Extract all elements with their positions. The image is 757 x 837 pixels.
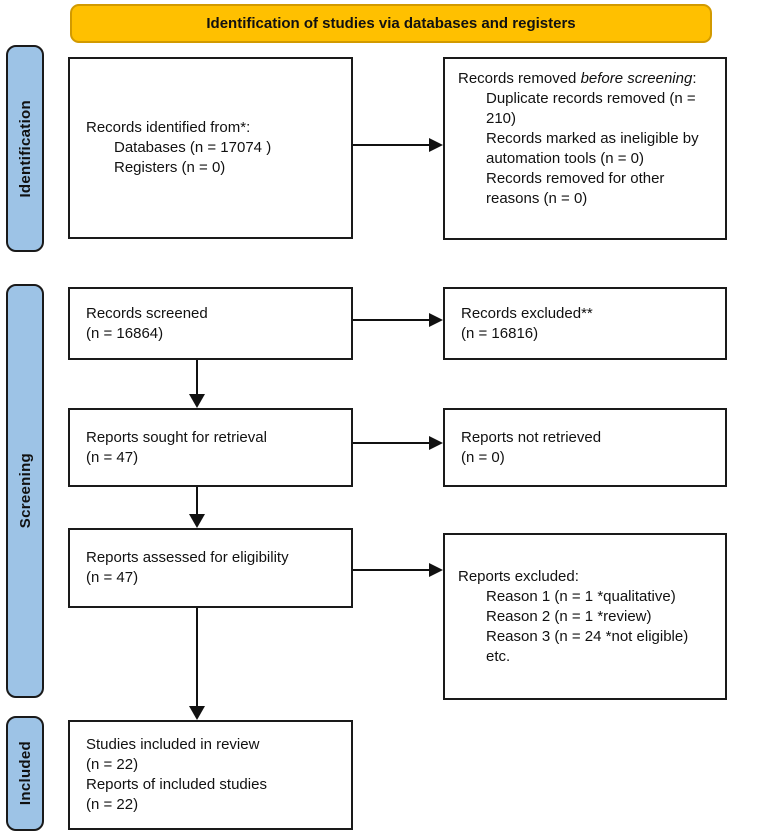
arrow-line [353,144,431,146]
arrow-line [353,442,431,444]
box-line: Reports not retrieved [461,428,602,446]
box-records-excluded: Records excluded** (n = 16816) [443,287,727,360]
box-line: Records excluded** [461,304,593,322]
box-reports-assessed: Reports assessed for eligibility (n = 47… [68,528,353,608]
box-item: Reason 1 (n = 1 *qualitative) [486,587,676,605]
box-line: Records screened [86,304,208,322]
box-item: Reason 2 (n = 1 *review) [486,607,652,625]
box-reports-sought: Reports sought for retrieval (n = 47) [68,408,353,487]
box-item: Databases (n = 17074 ) [114,139,272,156]
box-title-italic: before screening [580,70,693,87]
arrowhead-down-icon [189,514,205,528]
box-line: (n = 22) [86,796,139,813]
arrowhead-right-icon [429,563,443,577]
box-line: (n = 47) [86,448,139,466]
box-title-suffix: : [692,70,697,87]
box-title: Records identified from*: [86,119,251,136]
stage-label-identification: Identification [6,45,44,252]
arrowhead-right-icon [429,313,443,327]
arrowhead-right-icon [429,138,443,152]
box-reports-not-retrieved: Reports not retrieved (n = 0) [443,408,727,487]
stage-label-included-text: Included [16,741,34,806]
box-line: (n = 0) [461,448,505,466]
arrow-line [196,360,198,396]
stage-label-identification-text: Identification [16,99,34,198]
arrowhead-right-icon [429,436,443,450]
box-item: Registers (n = 0) [114,159,226,176]
arrowhead-down-icon [189,394,205,408]
box-item: Reason 3 (n = 24 *not eligible) [486,627,689,645]
box-item: etc. [486,647,511,665]
box-item: Records marked as ineligible by automati… [486,130,699,167]
arrow-line [353,319,431,321]
stage-label-included: Included [6,716,44,831]
box-records-identified: Records identified from*: Databases (n =… [68,57,353,239]
box-title-prefix: Records removed [458,70,581,87]
box-records-screened: Records screened (n = 16864) [68,287,353,360]
box-line: Reports sought for retrieval [86,428,267,446]
box-line: Reports assessed for eligibility [86,549,289,566]
stage-label-screening: Screening [6,284,44,698]
arrow-line [353,569,431,571]
stage-label-screening-text: Screening [16,453,34,529]
banner-title-text: Identification of studies via databases … [206,15,576,32]
box-line: Reports of included studies [86,776,267,793]
arrow-line [196,487,198,516]
box-line: (n = 16816) [461,324,539,342]
box-line: (n = 22) [86,756,139,773]
box-reports-excluded: Reports excluded: Reason 1 (n = 1 *quali… [443,533,727,700]
banner-title: Identification of studies via databases … [70,4,712,43]
box-studies-included: Studies included in review (n = 22) Repo… [68,720,353,830]
box-title: Reports excluded: [458,567,579,585]
box-title: Records removed before screening: [458,69,711,89]
box-item: Duplicate records removed (n = 210) [486,90,696,127]
box-line: (n = 47) [86,569,139,586]
box-item: Records removed for other reasons (n = 0… [486,170,665,207]
box-records-removed: Records removed before screening: Duplic… [443,57,727,240]
arrow-line [196,608,198,708]
box-line: (n = 16864) [86,324,164,342]
arrowhead-down-icon [189,706,205,720]
box-line: Studies included in review [86,736,260,753]
